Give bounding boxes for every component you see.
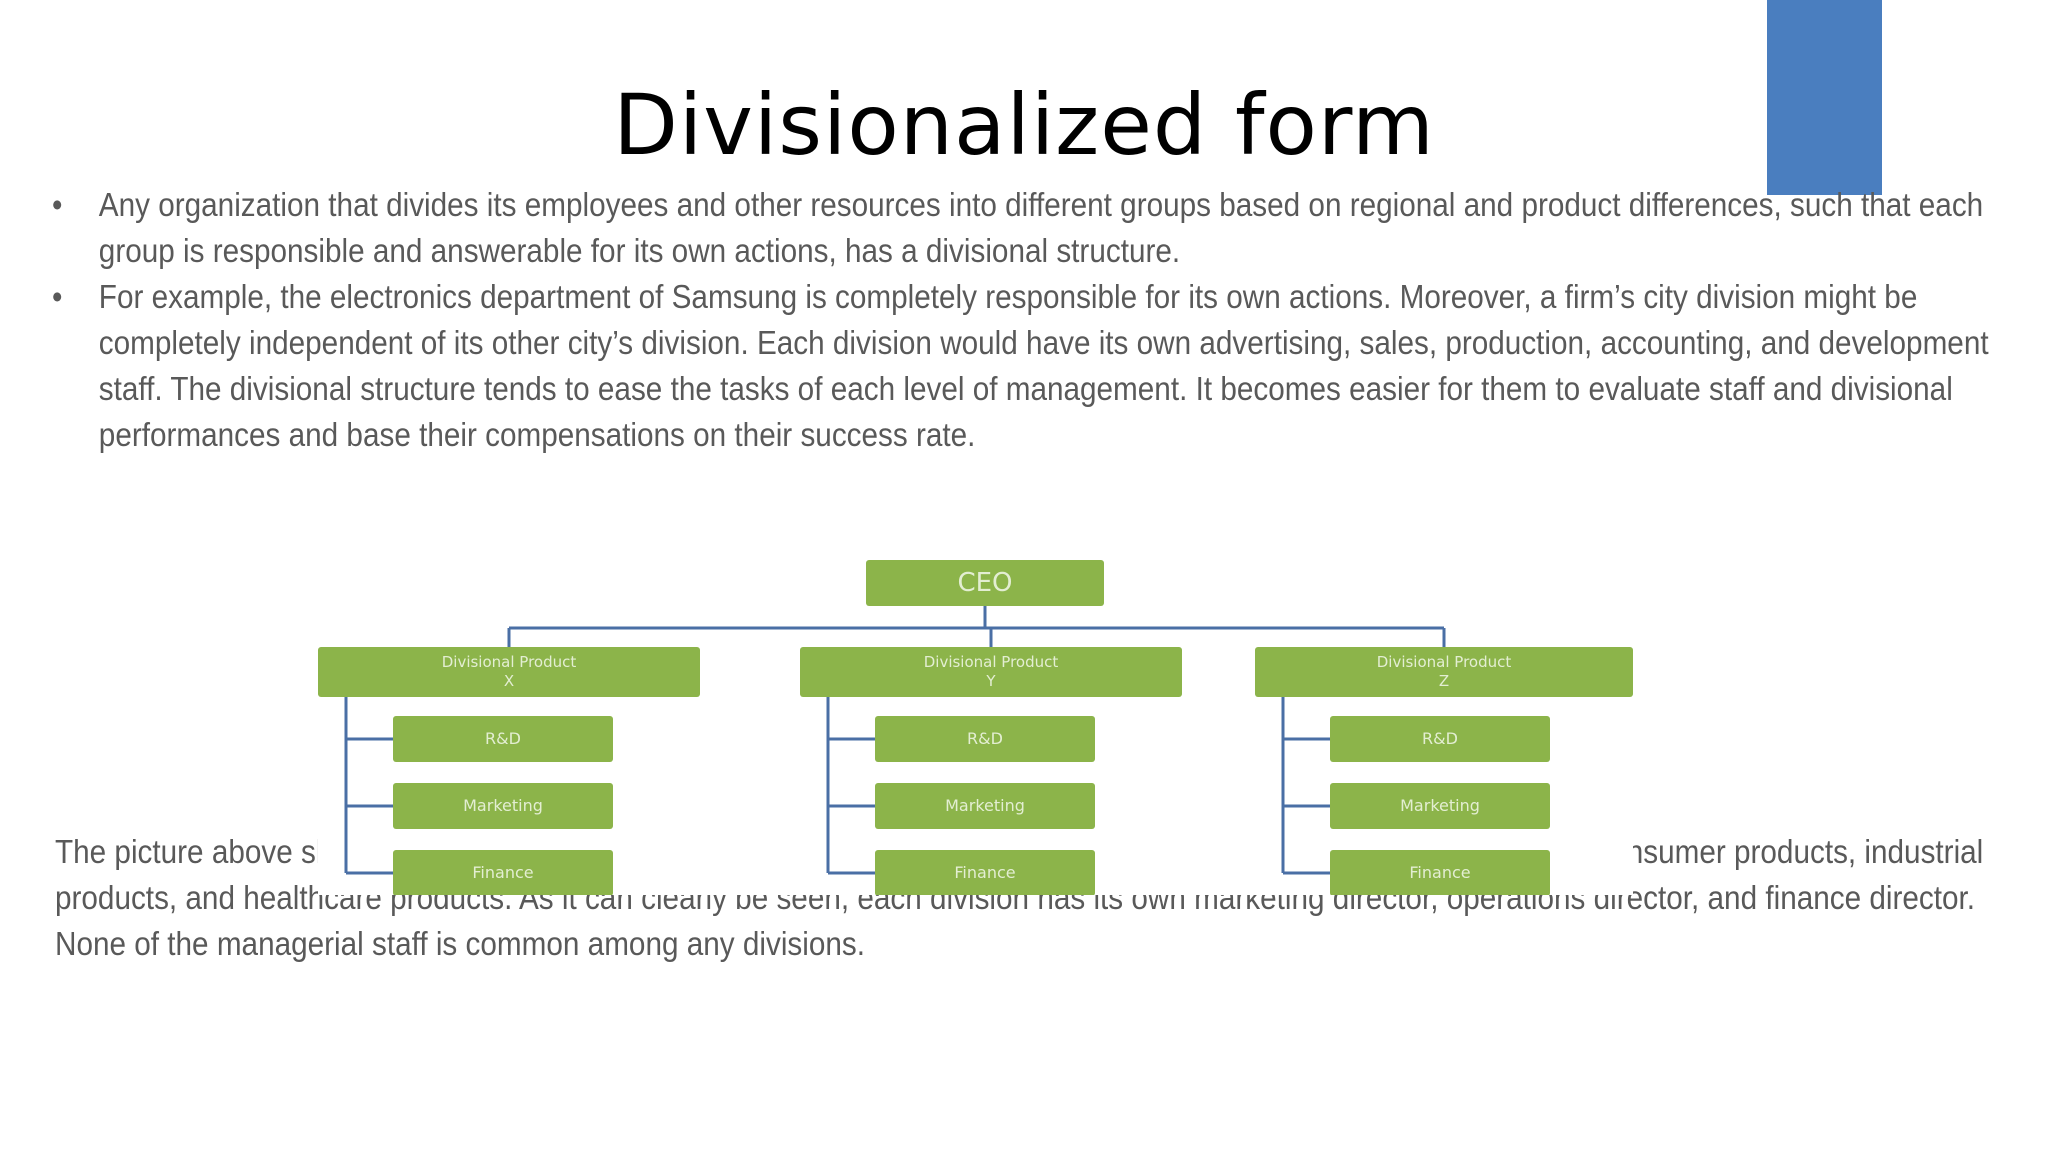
bullet-list: • Any organization that divides its empl… — [52, 182, 2002, 458]
unit-label: Finance — [1409, 863, 1470, 882]
bullet-item: • Any organization that divides its empl… — [52, 182, 2034, 274]
division-label: Divisional Product — [924, 653, 1059, 671]
division-box — [1255, 647, 1633, 697]
bullet-icon: • — [52, 186, 63, 223]
division-letter: Z — [1439, 672, 1449, 690]
accent-bar — [1767, 0, 1882, 195]
unit-label: Marketing — [1400, 796, 1480, 815]
unit-box — [875, 850, 1095, 895]
unit-box — [1330, 850, 1550, 895]
bullet-text: For example, the electronics department … — [98, 278, 1989, 453]
ceo-box — [866, 560, 1104, 606]
division-letter: X — [504, 672, 514, 690]
division-box — [318, 647, 700, 697]
bullet-item: • For example, the electronics departmen… — [52, 274, 2034, 458]
unit-label: R&D — [1422, 729, 1458, 748]
unit-box — [875, 783, 1095, 829]
ceo-label: CEO — [957, 568, 1012, 598]
unit-label: Marketing — [463, 796, 543, 815]
unit-label: Marketing — [945, 796, 1025, 815]
division-label: Divisional Product — [442, 653, 577, 671]
unit-label: Finance — [472, 863, 533, 882]
division-box — [800, 647, 1182, 697]
unit-box — [393, 850, 613, 895]
unit-box — [393, 783, 613, 829]
slide-title: Divisionalized form — [613, 76, 1435, 174]
unit-label: Finance — [954, 863, 1015, 882]
unit-label: R&D — [967, 729, 1003, 748]
division-label: Divisional Product — [1377, 653, 1512, 671]
bullet-icon: • — [52, 278, 63, 315]
unit-label: R&D — [485, 729, 521, 748]
unit-box — [1330, 783, 1550, 829]
unit-box — [393, 716, 613, 762]
unit-box — [875, 716, 1095, 762]
unit-box — [1330, 716, 1550, 762]
bullet-text: Any organization that divides its employ… — [98, 186, 1984, 269]
division-letter: Y — [985, 672, 996, 690]
